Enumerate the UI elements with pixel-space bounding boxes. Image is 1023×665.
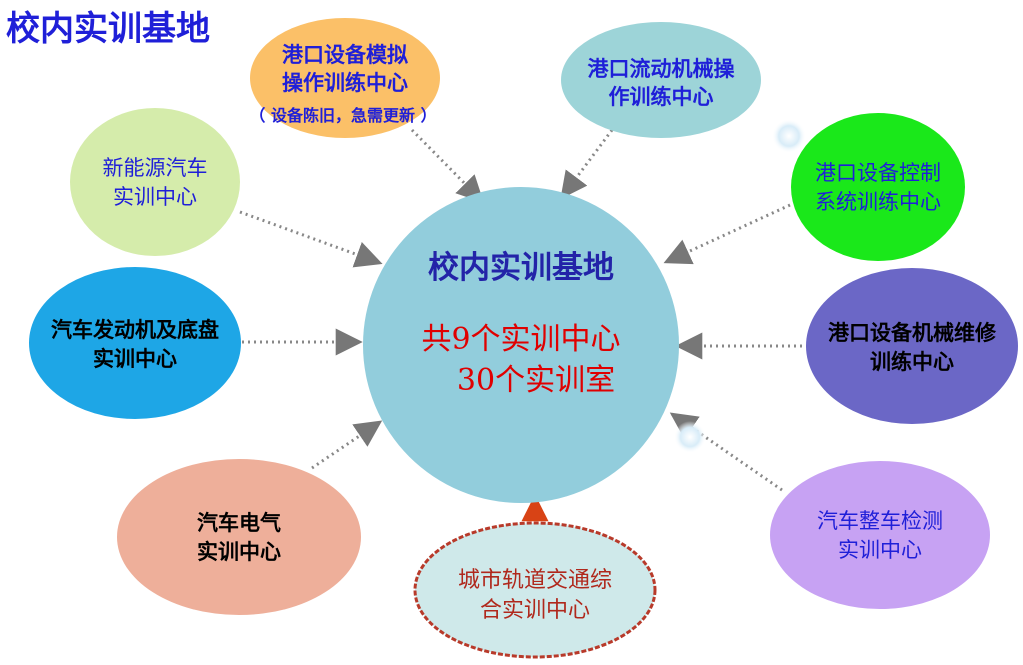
node-rail-transit-ellipse [413,521,657,659]
node-vehicle-inspect-ellipse [770,461,990,609]
node-rail-transit-line1: 城市轨道交通综 [458,568,612,593]
node-port-mobile-line1: 港口流动机械操 [588,57,736,81]
node-port-control: 港口设备控制 系统训练中心 [791,113,965,261]
node-auto-electric: 汽车电气 实训中心 [117,459,361,615]
center-node: 校内实训基地 共9个实训中心 30个实训室 [363,187,679,503]
node-engine-chassis-line1: 汽车发动机及底盘 [51,318,219,342]
node-auto-electric-line1: 汽车电气 [197,511,281,535]
center-count-rooms: 30个实训室 [457,363,615,398]
node-port-maint-ellipse [806,268,1018,424]
node-port-mobile-line2: 作训练中心 [609,85,714,109]
page-title: 校内实训基地 [6,9,210,49]
node-port-control-line1: 港口设备控制 [815,161,941,185]
sparkle-decoration [674,421,706,453]
node-new-energy-line1: 新能源汽车 [103,156,208,180]
node-port-sim-ellipse [250,18,440,138]
node-vehicle-inspect: 汽车整车检测 实训中心 [770,461,990,609]
center-circle [363,187,679,503]
node-port-sim-line2: 操作训练中心 [282,71,408,95]
node-port-mobile-ellipse [561,22,761,138]
node-new-energy-ellipse [70,108,240,256]
arrow-port-mobile [560,129,614,200]
arrow-port-control [663,203,791,265]
node-port-control-line2: 系统训练中心 [815,190,941,214]
node-vehicle-inspect-line2: 实训中心 [838,538,922,562]
node-port-mobile: 港口流动机械操 作训练中心 [561,22,761,138]
sparkle-decoration [772,119,806,153]
node-port-sim-note: （ 设备陈旧，急需更新 ） [249,106,436,125]
connectors [239,128,808,492]
center-count-centers: 共9个实训中心 [421,322,620,357]
node-engine-chassis-ellipse [29,267,241,419]
node-auto-electric-line2: 实训中心 [197,540,281,564]
node-port-sim: 港口设备模拟 操作训练中心 （ 设备陈旧，急需更新 ） [249,18,440,138]
arrow-vehicle-inspect [669,412,783,492]
node-port-maint-line1: 港口设备机械维修 [828,321,997,345]
node-port-sim-line1: 港口设备模拟 [282,43,408,67]
node-rail-transit: 城市轨道交通综 合实训中心 [413,521,657,659]
node-port-maint-line2: 训练中心 [870,350,954,374]
node-engine-chassis: 汽车发动机及底盘 实训中心 [29,267,241,419]
node-rail-transit-line2: 合实训中心 [480,598,590,623]
node-auto-electric-ellipse [117,459,361,615]
node-engine-chassis-line2: 实训中心 [93,347,177,371]
node-vehicle-inspect-line1: 汽车整车检测 [817,509,943,533]
arrow-new-energy [239,210,383,268]
node-new-energy-line2: 实训中心 [113,185,197,209]
node-new-energy: 新能源汽车 实训中心 [70,108,240,256]
node-port-maint: 港口设备机械维修 训练中心 [806,268,1018,424]
arrow-port-sim [410,128,484,203]
arrow-auto-electric [311,420,383,470]
center-title: 校内实训基地 [428,250,614,286]
node-port-control-ellipse [791,113,965,261]
